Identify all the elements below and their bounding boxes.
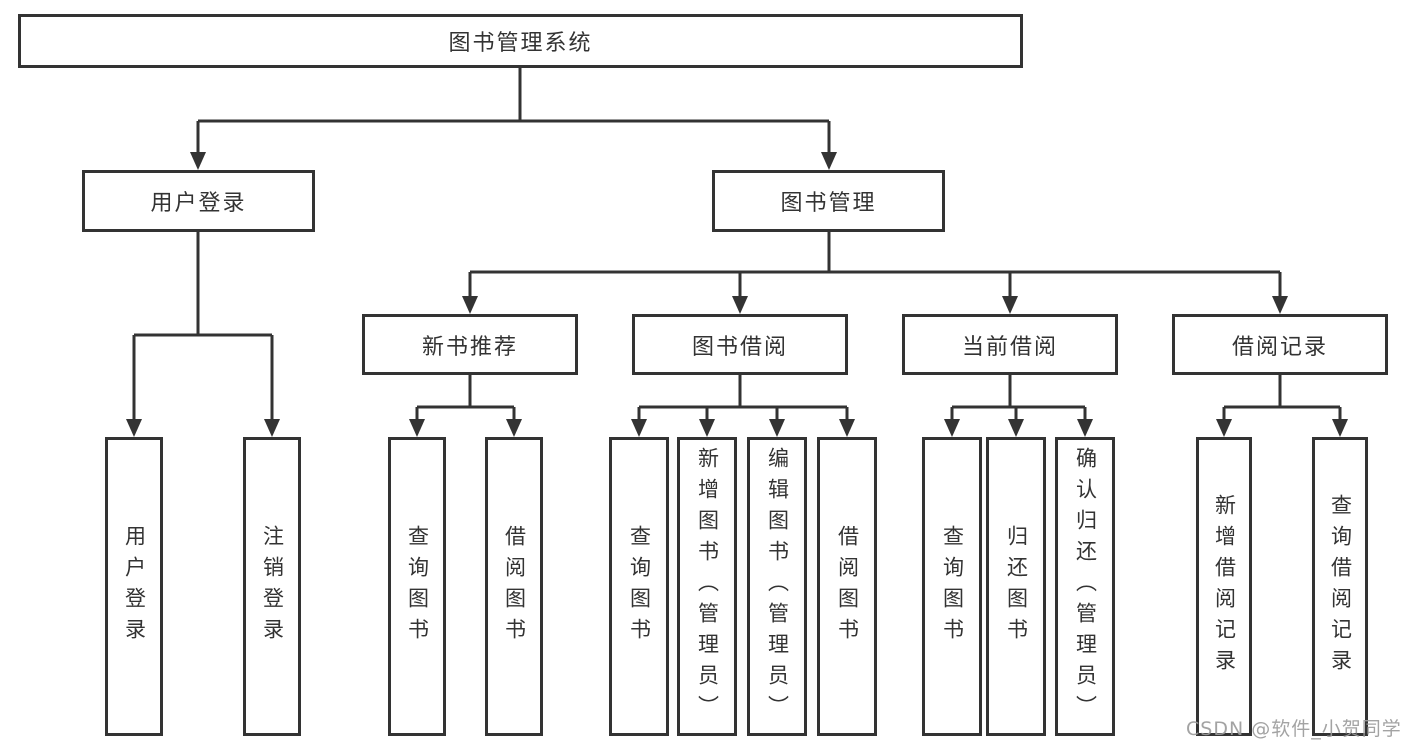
arrowhead-icons: [126, 152, 1348, 437]
watermark: CSDN @软件_小贺同学: [1186, 718, 1402, 740]
leaf-records-add-record: 新增借阅记录: [1196, 437, 1252, 736]
node-label: 用户登录: [122, 524, 147, 649]
node-label: 用户登录: [150, 191, 247, 216]
node-label: 查询图书: [627, 524, 652, 649]
node-label: 图书借阅: [691, 334, 788, 360]
node-label: 编辑图书（管理员）: [765, 447, 790, 726]
node-label: 查询借阅记录: [1328, 493, 1353, 680]
node-label: 新书推荐: [421, 334, 518, 360]
node-label: 注销登录: [260, 524, 285, 649]
node-label: 借阅图书: [835, 524, 860, 649]
node-label: 确认归还（管理员）: [1073, 447, 1098, 726]
node-label: 借阅记录: [1231, 334, 1328, 360]
leaf-current-query-books: 查询图书: [922, 437, 982, 736]
node-label: 归还图书: [1004, 524, 1029, 649]
node-library-management-system: 图书管理系统: [18, 14, 1023, 68]
node-current-borrowing: 当前借阅: [902, 314, 1118, 375]
leaf-logout-login: 注销登录: [243, 437, 301, 736]
leaf-newbook-borrow-books: 借阅图书: [485, 437, 543, 736]
leaf-records-query-record: 查询借阅记录: [1312, 437, 1368, 736]
leaf-current-return-books: 归还图书: [986, 437, 1046, 736]
node-label: 借阅图书: [502, 524, 527, 649]
leaf-current-confirm-return-admin: 确认归还（管理员）: [1055, 437, 1115, 736]
node-new-book-recommendation: 新书推荐: [362, 314, 578, 375]
node-borrowing-records: 借阅记录: [1172, 314, 1388, 375]
node-label: 图书管理: [780, 191, 877, 216]
node-label: 查询图书: [940, 524, 965, 649]
node-label: 查询图书: [405, 524, 430, 649]
node-book-borrowing: 图书借阅: [632, 314, 848, 375]
node-label: 新增图书（管理员）: [695, 447, 720, 726]
node-label: 图书管理系统: [448, 31, 593, 56]
leaf-borrow-borrow-books: 借阅图书: [817, 437, 877, 736]
node-label: 新增借阅记录: [1212, 493, 1237, 680]
leaf-borrow-add-books-admin: 新增图书（管理员）: [677, 437, 737, 736]
leaf-user-login: 用户登录: [105, 437, 163, 736]
leaf-borrow-edit-books-admin: 编辑图书（管理员）: [747, 437, 807, 736]
node-book-management: 图书管理: [712, 170, 945, 232]
node-label: 当前借阅: [961, 334, 1058, 360]
leaf-newbook-query-books: 查询图书: [388, 437, 446, 736]
leaf-borrow-query-books: 查询图书: [609, 437, 669, 736]
node-user-login: 用户登录: [82, 170, 315, 232]
